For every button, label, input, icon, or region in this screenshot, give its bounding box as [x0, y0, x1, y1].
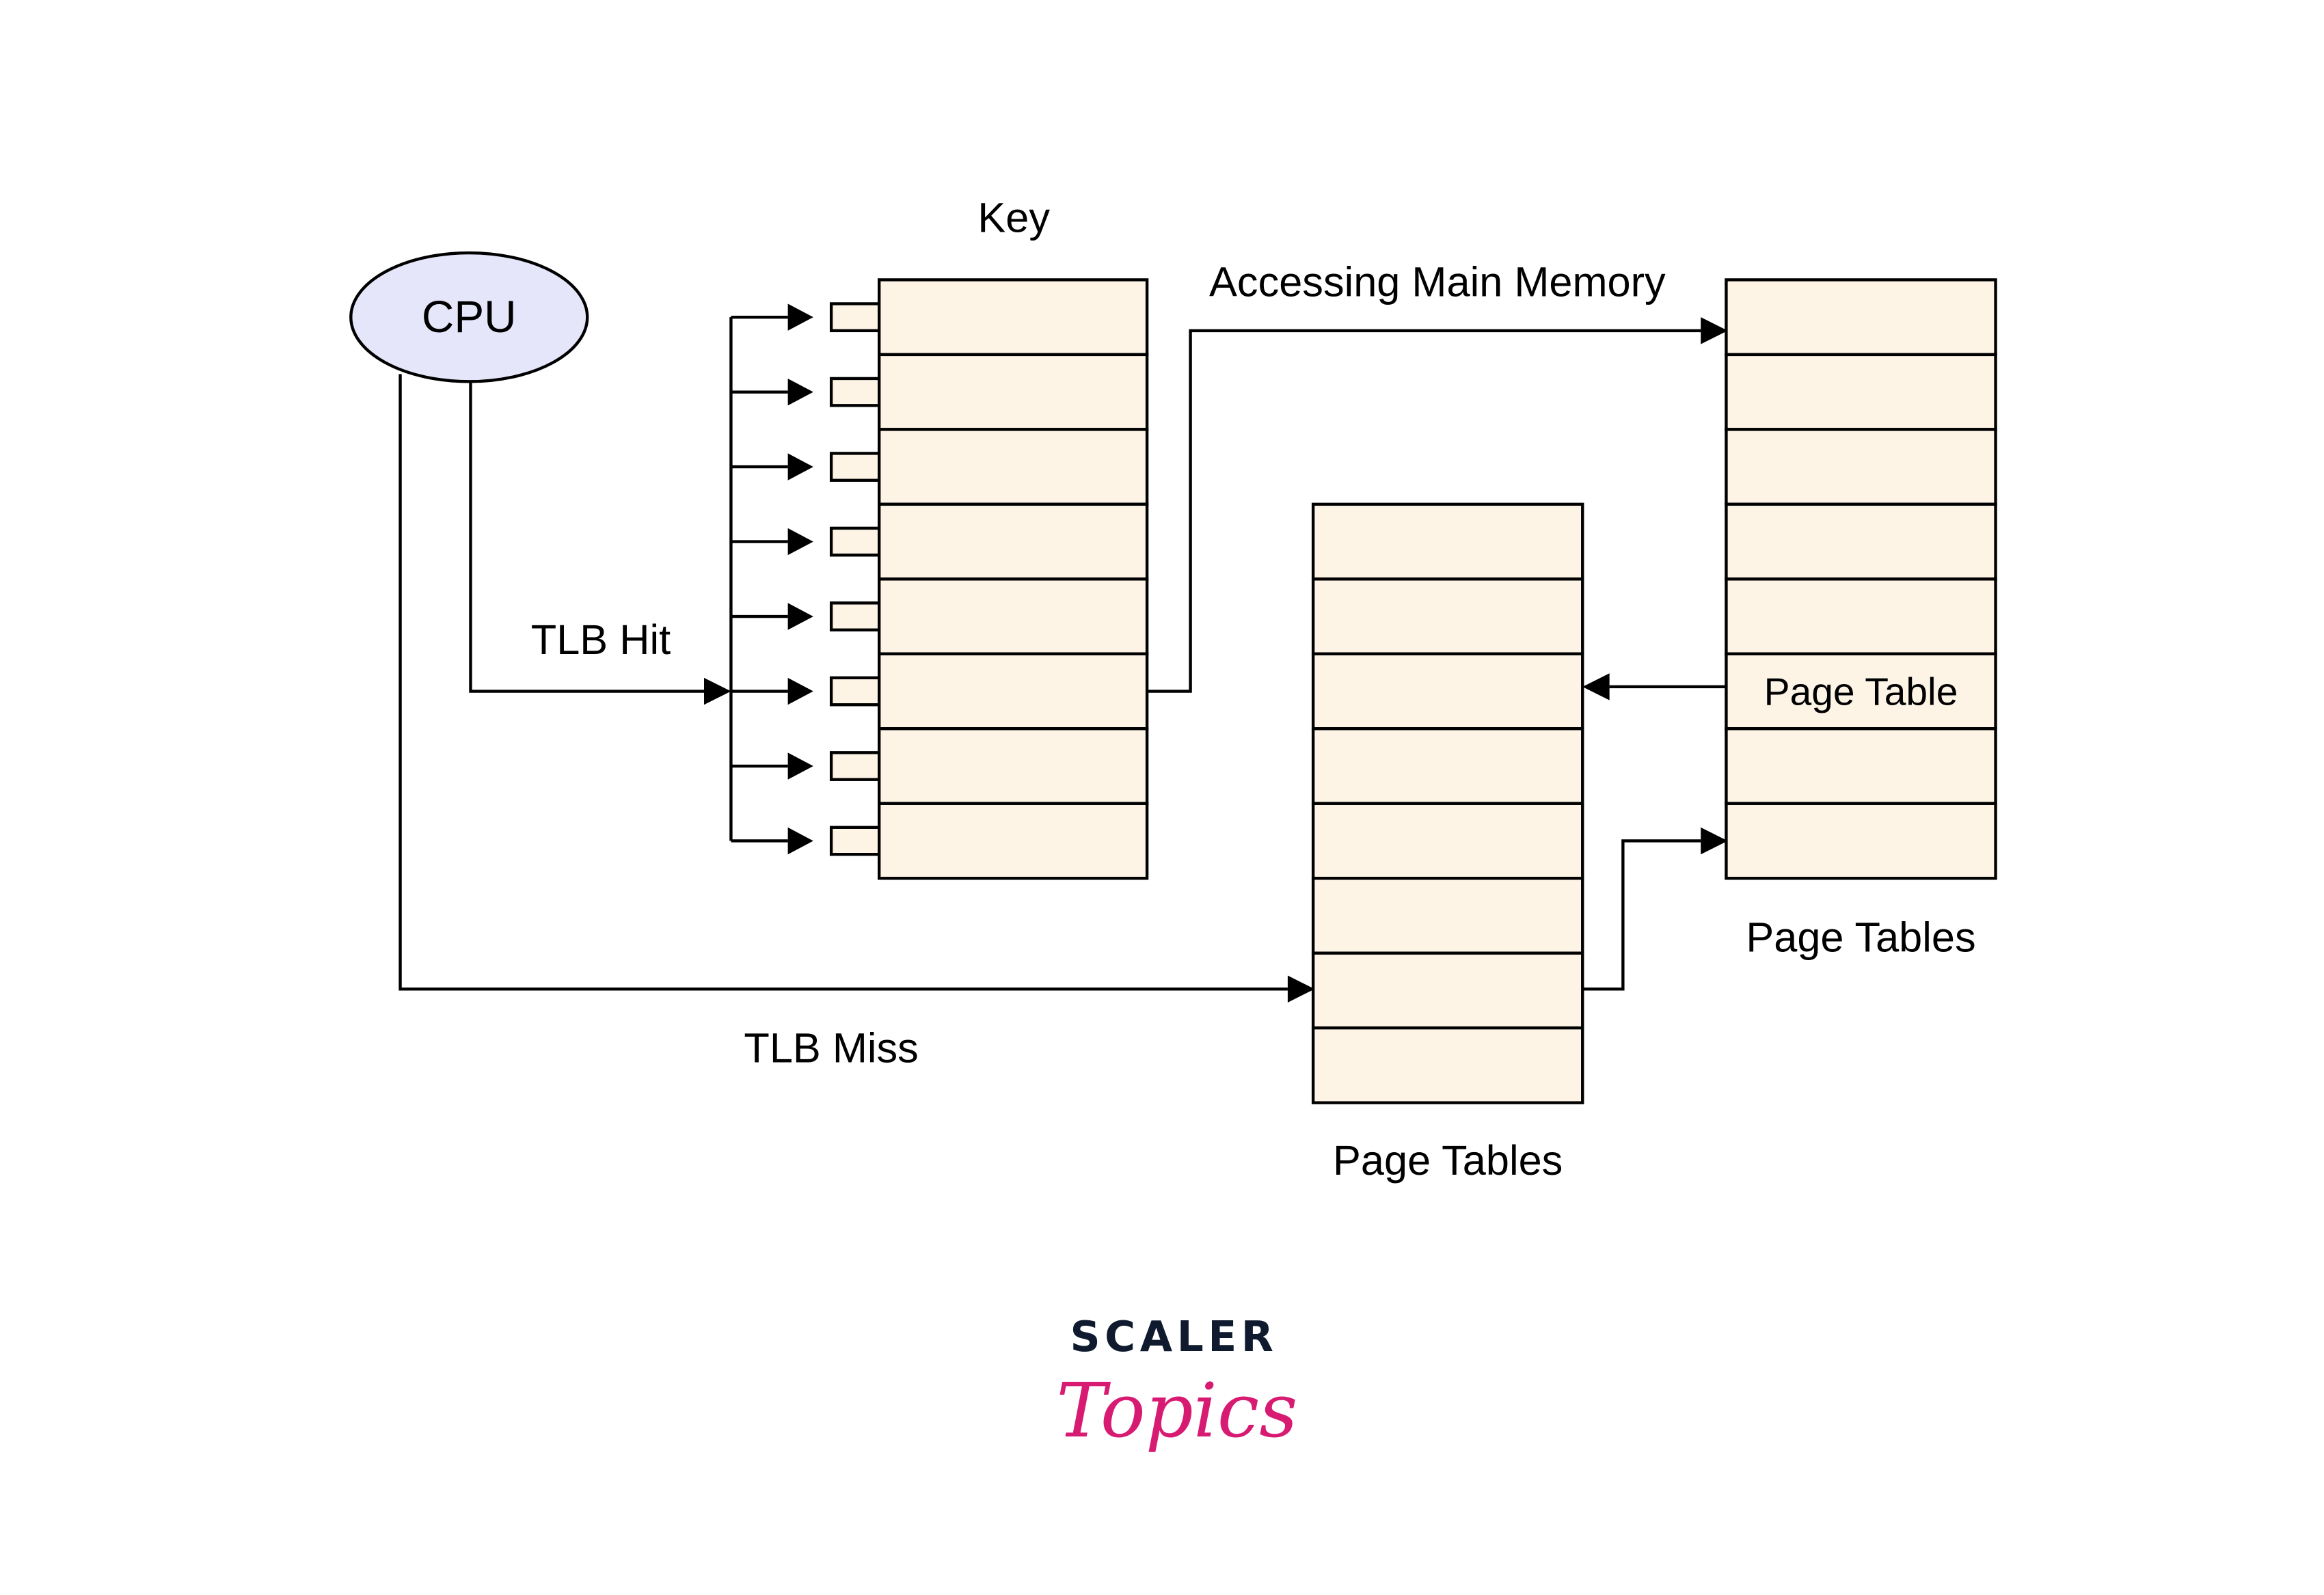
middle-page-table-row [1311, 577, 1584, 655]
middle-to-right-arrowhead [1701, 827, 1728, 855]
cpu-label: CPU [422, 292, 517, 342]
middle-to-right-connector [1582, 839, 1701, 991]
tlb-hit-arrowhead [704, 677, 731, 705]
page-tables-middle-label: Page Tables [1333, 1137, 1563, 1184]
right-page-table-row [1725, 577, 1997, 655]
tlb-table [877, 278, 1149, 880]
tlb-entry-port [829, 751, 882, 781]
tlb-row [877, 802, 1149, 880]
cpu-node: CPU [349, 251, 589, 383]
page-tables-middle [1311, 502, 1584, 1104]
tlb-miss-label: TLB Miss [744, 1025, 918, 1072]
main-memory-connector [1147, 329, 1701, 693]
brand-scaler-text: SCALER [1070, 1313, 1278, 1361]
tlb-entry-port [829, 526, 882, 557]
right-page-table-row-label: Page Table [1764, 670, 1958, 713]
brand-topics-text: Topics [1056, 1367, 1297, 1454]
tlb-row [877, 278, 1149, 357]
tlb-entry-port [829, 826, 882, 856]
middle-page-table-row [1311, 1026, 1584, 1104]
middle-page-table-row [1311, 652, 1584, 731]
cpu-ellipse [349, 251, 589, 383]
tlb-branch-arrowhead [787, 303, 813, 331]
tlb-row [877, 353, 1149, 431]
page-table-return-arrowhead [1582, 673, 1610, 700]
right-page-table-row [1725, 802, 1997, 880]
tlb-row [877, 727, 1149, 805]
tlb-entry-port [829, 377, 882, 407]
tlb-branch-arrowhead [787, 453, 813, 480]
tlb-hit-connector [469, 381, 705, 693]
tlb-hit-label: TLB Hit [531, 616, 671, 663]
tlb-branch-arrowhead [787, 603, 813, 630]
right-page-table-row [1725, 428, 1997, 506]
page-tables-right-label: Page Tables [1746, 914, 1975, 961]
page-tables-right: Page Table [1725, 278, 1997, 880]
middle-page-table-row [1311, 502, 1584, 581]
accessing-main-memory-label: Accessing Main Memory [1209, 259, 1666, 305]
tlb-entry-port [829, 302, 882, 333]
tlb-miss-connector [398, 374, 1288, 991]
tlb-miss-arrowhead [1287, 975, 1315, 1003]
main-memory-arrowhead [1701, 317, 1728, 344]
tlb-branch-arrowhead [787, 378, 813, 406]
right-page-table-row [1725, 652, 1997, 731]
middle-page-table-row [1311, 877, 1584, 955]
middle-page-table-row [1311, 951, 1584, 1030]
tlb-row [877, 577, 1149, 655]
tlb-row [877, 652, 1149, 731]
tlb-branch-arrowhead [787, 677, 813, 705]
tlb-row [877, 502, 1149, 581]
middle-page-table-row [1311, 802, 1584, 880]
tlb-entry-port [829, 601, 882, 631]
scaler-topics-logo: SCALER Topics [1056, 1313, 1297, 1454]
right-page-table-row [1725, 353, 1997, 431]
tlb-row [877, 428, 1149, 506]
tlb-branch-arrowhead [787, 752, 813, 780]
tlb-entry-port [829, 676, 882, 707]
tlb-branch-arrowhead [787, 827, 813, 855]
right-page-table-row [1725, 278, 1997, 357]
middle-page-table-row [1311, 727, 1584, 805]
tlb-branches [731, 302, 882, 856]
right-page-table-row [1725, 502, 1997, 581]
right-page-table-row [1725, 727, 1997, 805]
tlb-key-label: Key [977, 194, 1050, 241]
tlb-entry-port [829, 452, 882, 482]
tlb-branch-arrowhead [787, 528, 813, 556]
